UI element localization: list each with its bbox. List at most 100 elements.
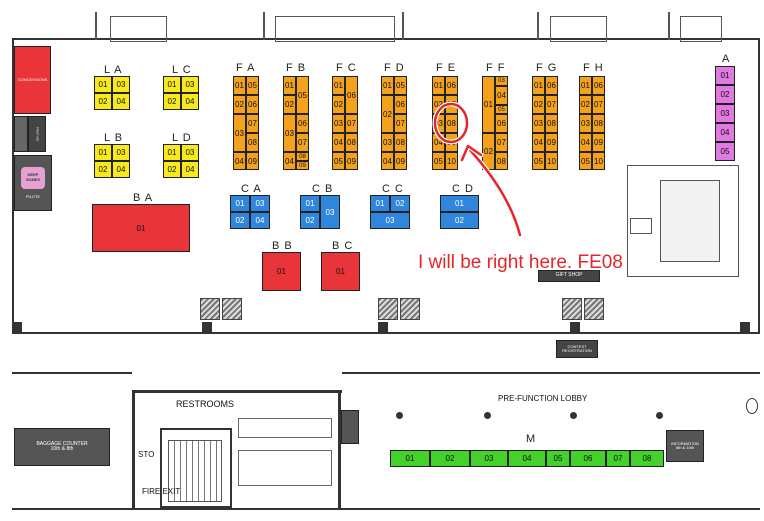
booth-lb02[interactable]: 02 [94, 161, 112, 178]
booth-fd04[interactable]: 04 [381, 152, 394, 170]
booth-cb03[interactable]: 03 [320, 195, 340, 229]
booth-fd01[interactable]: 01 [381, 76, 394, 95]
booth-fb05[interactable]: 05 [296, 76, 309, 114]
booth-a02[interactable]: 02 [715, 85, 735, 104]
booth-bb01[interactable]: 01 [262, 252, 301, 291]
booth-ca03[interactable]: 03 [250, 195, 270, 212]
booth-fc02[interactable]: 02 [332, 95, 345, 114]
booth-fa02[interactable]: 02 [233, 95, 246, 114]
booth-fd09[interactable]: 09 [394, 152, 407, 170]
booth-fg05[interactable]: 05 [532, 152, 545, 170]
booth-fa04[interactable]: 04 [233, 152, 246, 170]
booth-fh10[interactable]: 10 [592, 152, 605, 170]
booth-m04[interactable]: 04 [508, 450, 546, 467]
booth-cc03[interactable]: 03 [370, 212, 410, 229]
booth-cc01[interactable]: 01 [370, 195, 390, 212]
booth-m02[interactable]: 02 [430, 450, 470, 467]
booth-fb09[interactable]: 09 [296, 161, 309, 170]
booth-fb01[interactable]: 01 [283, 76, 296, 95]
booth-lc01[interactable]: 01 [163, 76, 181, 93]
booth-cd02[interactable]: 02 [440, 212, 479, 229]
booth-m01[interactable]: 01 [390, 450, 430, 467]
booth-fb03[interactable]: 03 [283, 114, 296, 152]
booth-fd05[interactable]: 05 [394, 76, 407, 95]
booth-ca04[interactable]: 04 [250, 212, 270, 229]
booth-ld03[interactable]: 03 [181, 144, 199, 161]
booth-ff04[interactable]: 04 [495, 86, 508, 105]
booth-ld01[interactable]: 01 [163, 144, 181, 161]
booth-fd08[interactable]: 08 [394, 133, 407, 152]
booth-a04[interactable]: 04 [715, 123, 735, 142]
booth-ff06[interactable]: 06 [495, 114, 508, 133]
booth-fe05[interactable]: 05 [432, 152, 445, 170]
booth-fc03[interactable]: 03 [332, 114, 345, 133]
booth-fg06[interactable]: 06 [545, 76, 558, 95]
booth-ff03[interactable]: 03 [495, 76, 508, 86]
booth-fa03[interactable]: 03 [233, 114, 246, 152]
booth-ff01[interactable]: 01 [482, 76, 495, 133]
booth-fh07[interactable]: 07 [592, 95, 605, 114]
booth-la02[interactable]: 02 [94, 93, 112, 110]
booth-lc02[interactable]: 02 [163, 93, 181, 110]
booth-fa05[interactable]: 05 [246, 76, 259, 95]
booth-fc01[interactable]: 01 [332, 76, 345, 95]
booth-ca02[interactable]: 02 [230, 212, 250, 229]
booth-lb03[interactable]: 03 [112, 144, 130, 161]
booth-fg04[interactable]: 04 [532, 133, 545, 152]
booth-fa09[interactable]: 09 [246, 152, 259, 170]
booth-a01[interactable]: 01 [715, 66, 735, 85]
booth-a03[interactable]: 03 [715, 104, 735, 123]
booth-fh01[interactable]: 01 [579, 76, 592, 95]
booth-fb06[interactable]: 06 [296, 114, 309, 133]
booth-la01[interactable]: 01 [94, 76, 112, 93]
booth-ff08[interactable]: 08 [495, 152, 508, 170]
booth-cb01[interactable]: 01 [300, 195, 320, 212]
booth-fb02[interactable]: 02 [283, 95, 296, 114]
booth-m07[interactable]: 07 [606, 450, 630, 467]
booth-la03[interactable]: 03 [112, 76, 130, 93]
booth-ff05[interactable]: 05 [495, 105, 508, 114]
booth-fa08[interactable]: 08 [246, 133, 259, 152]
booth-fd03[interactable]: 03 [381, 133, 394, 152]
booth-fg03[interactable]: 03 [532, 114, 545, 133]
booth-fc09[interactable]: 09 [345, 152, 358, 170]
booth-bc01[interactable]: 01 [321, 252, 360, 291]
booth-fh05[interactable]: 05 [579, 152, 592, 170]
booth-fh03[interactable]: 03 [579, 114, 592, 133]
booth-fc08[interactable]: 08 [345, 133, 358, 152]
booth-m06[interactable]: 06 [570, 450, 606, 467]
booth-la04[interactable]: 04 [112, 93, 130, 110]
booth-fb08[interactable]: 08 [296, 152, 309, 161]
booth-fb04[interactable]: 04 [283, 152, 296, 170]
booth-fd06[interactable]: 06 [394, 95, 407, 114]
booth-ff07[interactable]: 07 [495, 133, 508, 152]
booth-fe10[interactable]: 10 [445, 152, 458, 170]
booth-fg10[interactable]: 10 [545, 152, 558, 170]
booth-lc03[interactable]: 03 [181, 76, 199, 93]
booth-fd02[interactable]: 02 [381, 95, 394, 133]
booth-fe01[interactable]: 01 [432, 76, 445, 95]
booth-m03[interactable]: 03 [470, 450, 508, 467]
booth-fh08[interactable]: 08 [592, 114, 605, 133]
booth-cd01[interactable]: 01 [440, 195, 479, 212]
booth-fb07[interactable]: 07 [296, 133, 309, 152]
booth-fg09[interactable]: 09 [545, 133, 558, 152]
booth-lb01[interactable]: 01 [94, 144, 112, 161]
booth-fg08[interactable]: 08 [545, 114, 558, 133]
booth-fd07[interactable]: 07 [394, 114, 407, 133]
booth-m08[interactable]: 08 [630, 450, 664, 467]
booth-fa06[interactable]: 06 [246, 95, 259, 114]
booth-fa01[interactable]: 01 [233, 76, 246, 95]
booth-ld02[interactable]: 02 [163, 161, 181, 178]
booth-fh04[interactable]: 04 [579, 133, 592, 152]
booth-a05[interactable]: 05 [715, 142, 735, 161]
booth-m05[interactable]: 05 [546, 450, 570, 467]
booth-lb04[interactable]: 04 [112, 161, 130, 178]
booth-fh02[interactable]: 02 [579, 95, 592, 114]
booth-lc04[interactable]: 04 [181, 93, 199, 110]
booth-fa07[interactable]: 07 [246, 114, 259, 133]
booth-fc07[interactable]: 07 [345, 114, 358, 133]
booth-ca01[interactable]: 01 [230, 195, 250, 212]
booth-fh06[interactable]: 06 [592, 76, 605, 95]
booth-ld04[interactable]: 04 [181, 161, 199, 178]
